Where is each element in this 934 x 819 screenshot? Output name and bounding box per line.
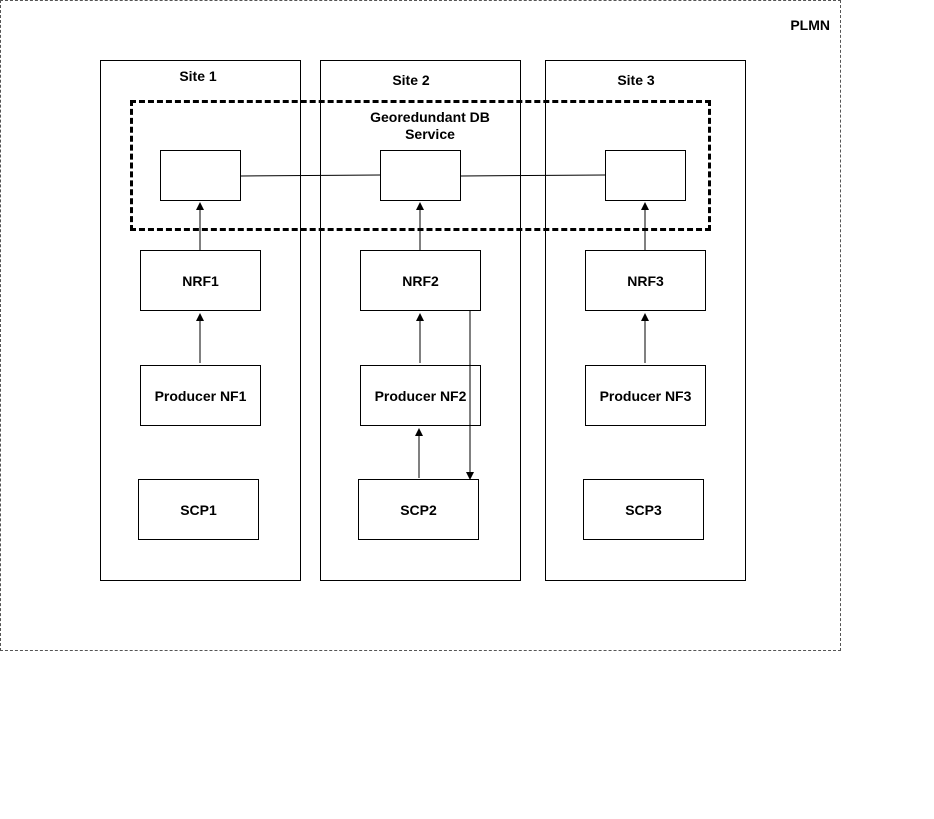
site-1-label: Site 1 <box>179 68 217 84</box>
georedundant-db-label-line2: Service <box>405 126 455 142</box>
scp3-node[interactable]: SCP3 <box>583 479 704 540</box>
nrf3-node[interactable]: NRF3 <box>585 250 706 311</box>
site-2-container <box>320 60 521 581</box>
georedundant-db-label-line1: Georedundant DB <box>370 109 490 125</box>
db-node-site-1[interactable] <box>160 150 241 201</box>
producer-nf1-node[interactable]: Producer NF1 <box>140 365 261 426</box>
nrf2-node[interactable]: NRF2 <box>360 250 481 311</box>
site-3-container <box>545 60 746 581</box>
producer-nf3-node[interactable]: Producer NF3 <box>585 365 706 426</box>
georedundant-db-boundary <box>130 100 711 231</box>
scp2-node[interactable]: SCP2 <box>358 479 479 540</box>
plmn-boundary <box>0 0 841 651</box>
scp1-node[interactable]: SCP1 <box>138 479 259 540</box>
site-2-label: Site 2 <box>392 72 430 88</box>
plmn-label: PLMN <box>790 17 830 33</box>
georedundant-db-label: Georedundant DB Service <box>330 109 530 143</box>
site-1-container <box>100 60 301 581</box>
db-node-site-3[interactable] <box>605 150 686 201</box>
db-node-site-2[interactable] <box>380 150 461 201</box>
producer-nf2-node[interactable]: Producer NF2 <box>360 365 481 426</box>
nrf1-node[interactable]: NRF1 <box>140 250 261 311</box>
site-3-label: Site 3 <box>617 72 655 88</box>
